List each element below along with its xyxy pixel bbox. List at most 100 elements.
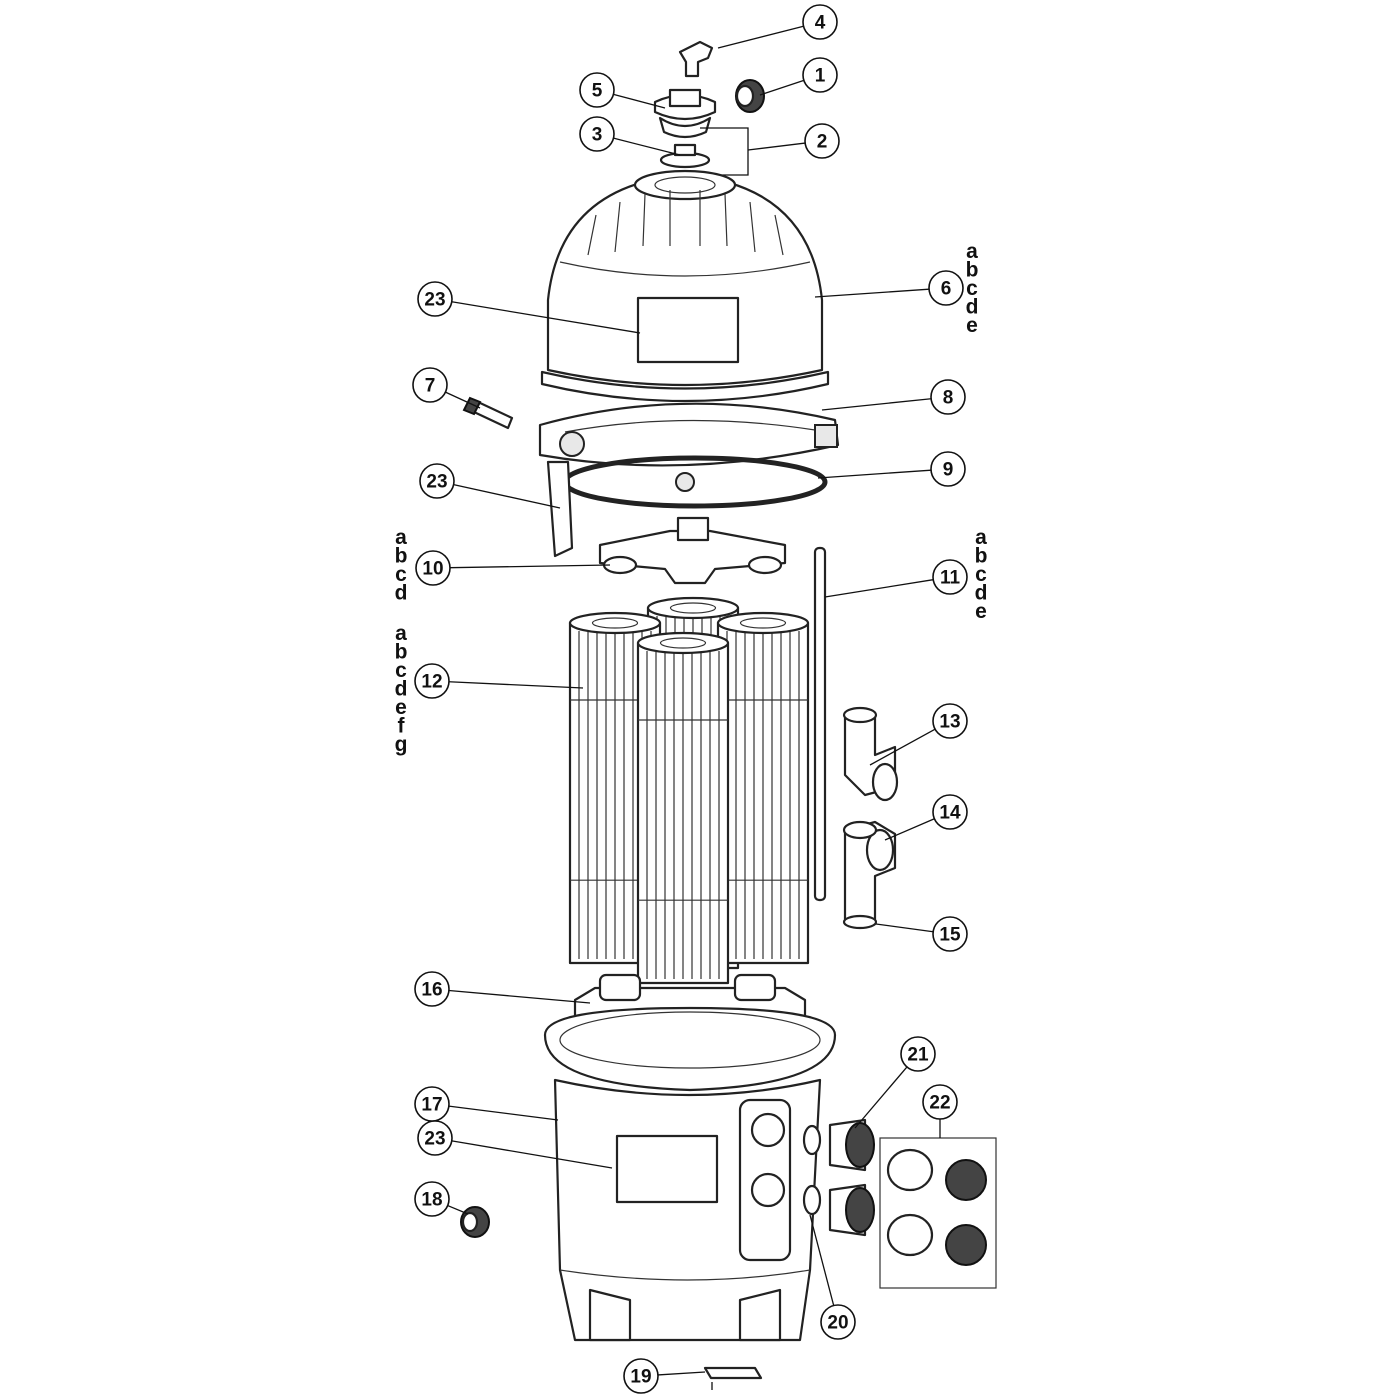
part-6-tank-lid xyxy=(540,169,830,403)
callout-number: 6 xyxy=(941,279,952,300)
variant-letter: d xyxy=(975,582,988,605)
callout-number: 23 xyxy=(424,290,445,311)
variant-letter: d xyxy=(966,296,979,319)
variant-letter: c xyxy=(395,563,407,586)
variant-letter: e xyxy=(966,314,978,337)
callout-23b: 23 xyxy=(419,463,455,499)
callout-number: 9 xyxy=(943,460,954,481)
part-13-elbow xyxy=(842,706,899,802)
callout-number: 15 xyxy=(939,925,961,946)
leader-line xyxy=(875,923,934,933)
callout-4: 4 xyxy=(802,4,838,40)
callout-number: 5 xyxy=(592,81,603,102)
part-2-adapter xyxy=(673,143,697,157)
variant-letter: b xyxy=(395,641,408,664)
callout-circle xyxy=(932,794,968,830)
callout-18: 18 xyxy=(414,1181,450,1217)
callout-number: 1 xyxy=(815,66,826,87)
callout-number: 19 xyxy=(630,1367,651,1388)
leader-line xyxy=(453,484,561,509)
callout-5: 5 xyxy=(579,72,615,108)
part-18-drain-plug xyxy=(460,1206,490,1238)
callout-circle xyxy=(412,367,448,403)
callout-circle xyxy=(804,123,840,159)
leader-line xyxy=(809,1214,835,1306)
callout-circle xyxy=(932,559,968,595)
part-4-air-relief-elbow xyxy=(678,40,714,78)
variant-letter: a xyxy=(966,240,978,263)
part-2-bracket xyxy=(700,127,749,176)
callout-number: 21 xyxy=(907,1045,929,1066)
callout-number: 3 xyxy=(592,125,603,146)
callout-6: 6 xyxy=(928,270,964,306)
variant-letter: d xyxy=(395,678,408,701)
callout-circle xyxy=(802,4,838,40)
callout-number: 23 xyxy=(424,1129,445,1150)
callout-circle xyxy=(417,1120,453,1156)
variant-letter: a xyxy=(395,526,407,549)
callout-circle xyxy=(414,663,450,699)
leader-line xyxy=(449,564,611,569)
callout-circle xyxy=(900,1036,936,1072)
callout-number: 12 xyxy=(421,672,442,693)
callout-number: 4 xyxy=(815,13,826,34)
callout-20: 20 xyxy=(820,1304,856,1340)
callout-13: 13 xyxy=(932,703,968,739)
callout-number: 20 xyxy=(827,1313,848,1334)
leader-line xyxy=(884,818,935,841)
filter-cartridge xyxy=(636,631,730,985)
callout-1: 1 xyxy=(802,57,838,93)
part-5-valve-housing xyxy=(653,88,717,139)
leader-line xyxy=(447,1204,469,1215)
callout-circle xyxy=(802,57,838,93)
part-19-leg-clip xyxy=(703,1366,763,1390)
part-23-label-tank xyxy=(615,1134,719,1204)
part-15-pipe-end xyxy=(842,914,878,930)
part-23-warning-label xyxy=(546,460,574,558)
callout-number: 18 xyxy=(421,1190,442,1211)
leader-line xyxy=(814,288,930,298)
leader-line xyxy=(448,989,591,1004)
variant-letter: b xyxy=(395,545,408,568)
callout-circle xyxy=(932,916,968,952)
callout-number: 11 xyxy=(940,568,961,589)
leader-line xyxy=(717,25,804,49)
callout-circle xyxy=(579,116,615,152)
callout-16: 16 xyxy=(414,971,450,1007)
callout-12: 12 xyxy=(414,663,450,699)
callout-21: 21 xyxy=(900,1036,936,1072)
part-11-air-relief-tube xyxy=(813,546,827,902)
variant-letter: d xyxy=(395,582,408,605)
callout-circle xyxy=(930,379,966,415)
callout-circle xyxy=(419,463,455,499)
callout-7: 7 xyxy=(412,367,448,403)
callout-15: 15 xyxy=(932,916,968,952)
leader-line xyxy=(821,398,932,411)
callout-number: 13 xyxy=(939,712,960,733)
callout-number: 22 xyxy=(929,1093,950,1114)
part-17-tank-body xyxy=(543,1006,837,1342)
callout-17: 17 xyxy=(414,1086,450,1122)
leader-line xyxy=(657,1371,706,1376)
leader-line xyxy=(824,579,934,598)
callout-circle xyxy=(930,451,966,487)
leader-line xyxy=(869,728,936,766)
callout-circle xyxy=(414,971,450,1007)
variant-letter: f xyxy=(398,715,406,738)
part-20-o-ring xyxy=(802,1183,875,1237)
leader-line xyxy=(613,93,666,109)
variant-letter: a xyxy=(975,526,987,549)
variant-letter: c xyxy=(395,659,407,682)
callout-number: 16 xyxy=(421,980,442,1001)
callout-circle xyxy=(922,1084,958,1120)
callout-circle xyxy=(414,1181,450,1217)
part-21-adapter xyxy=(802,1118,875,1172)
callout-circle xyxy=(415,550,451,586)
variant-letter: g xyxy=(395,733,408,756)
